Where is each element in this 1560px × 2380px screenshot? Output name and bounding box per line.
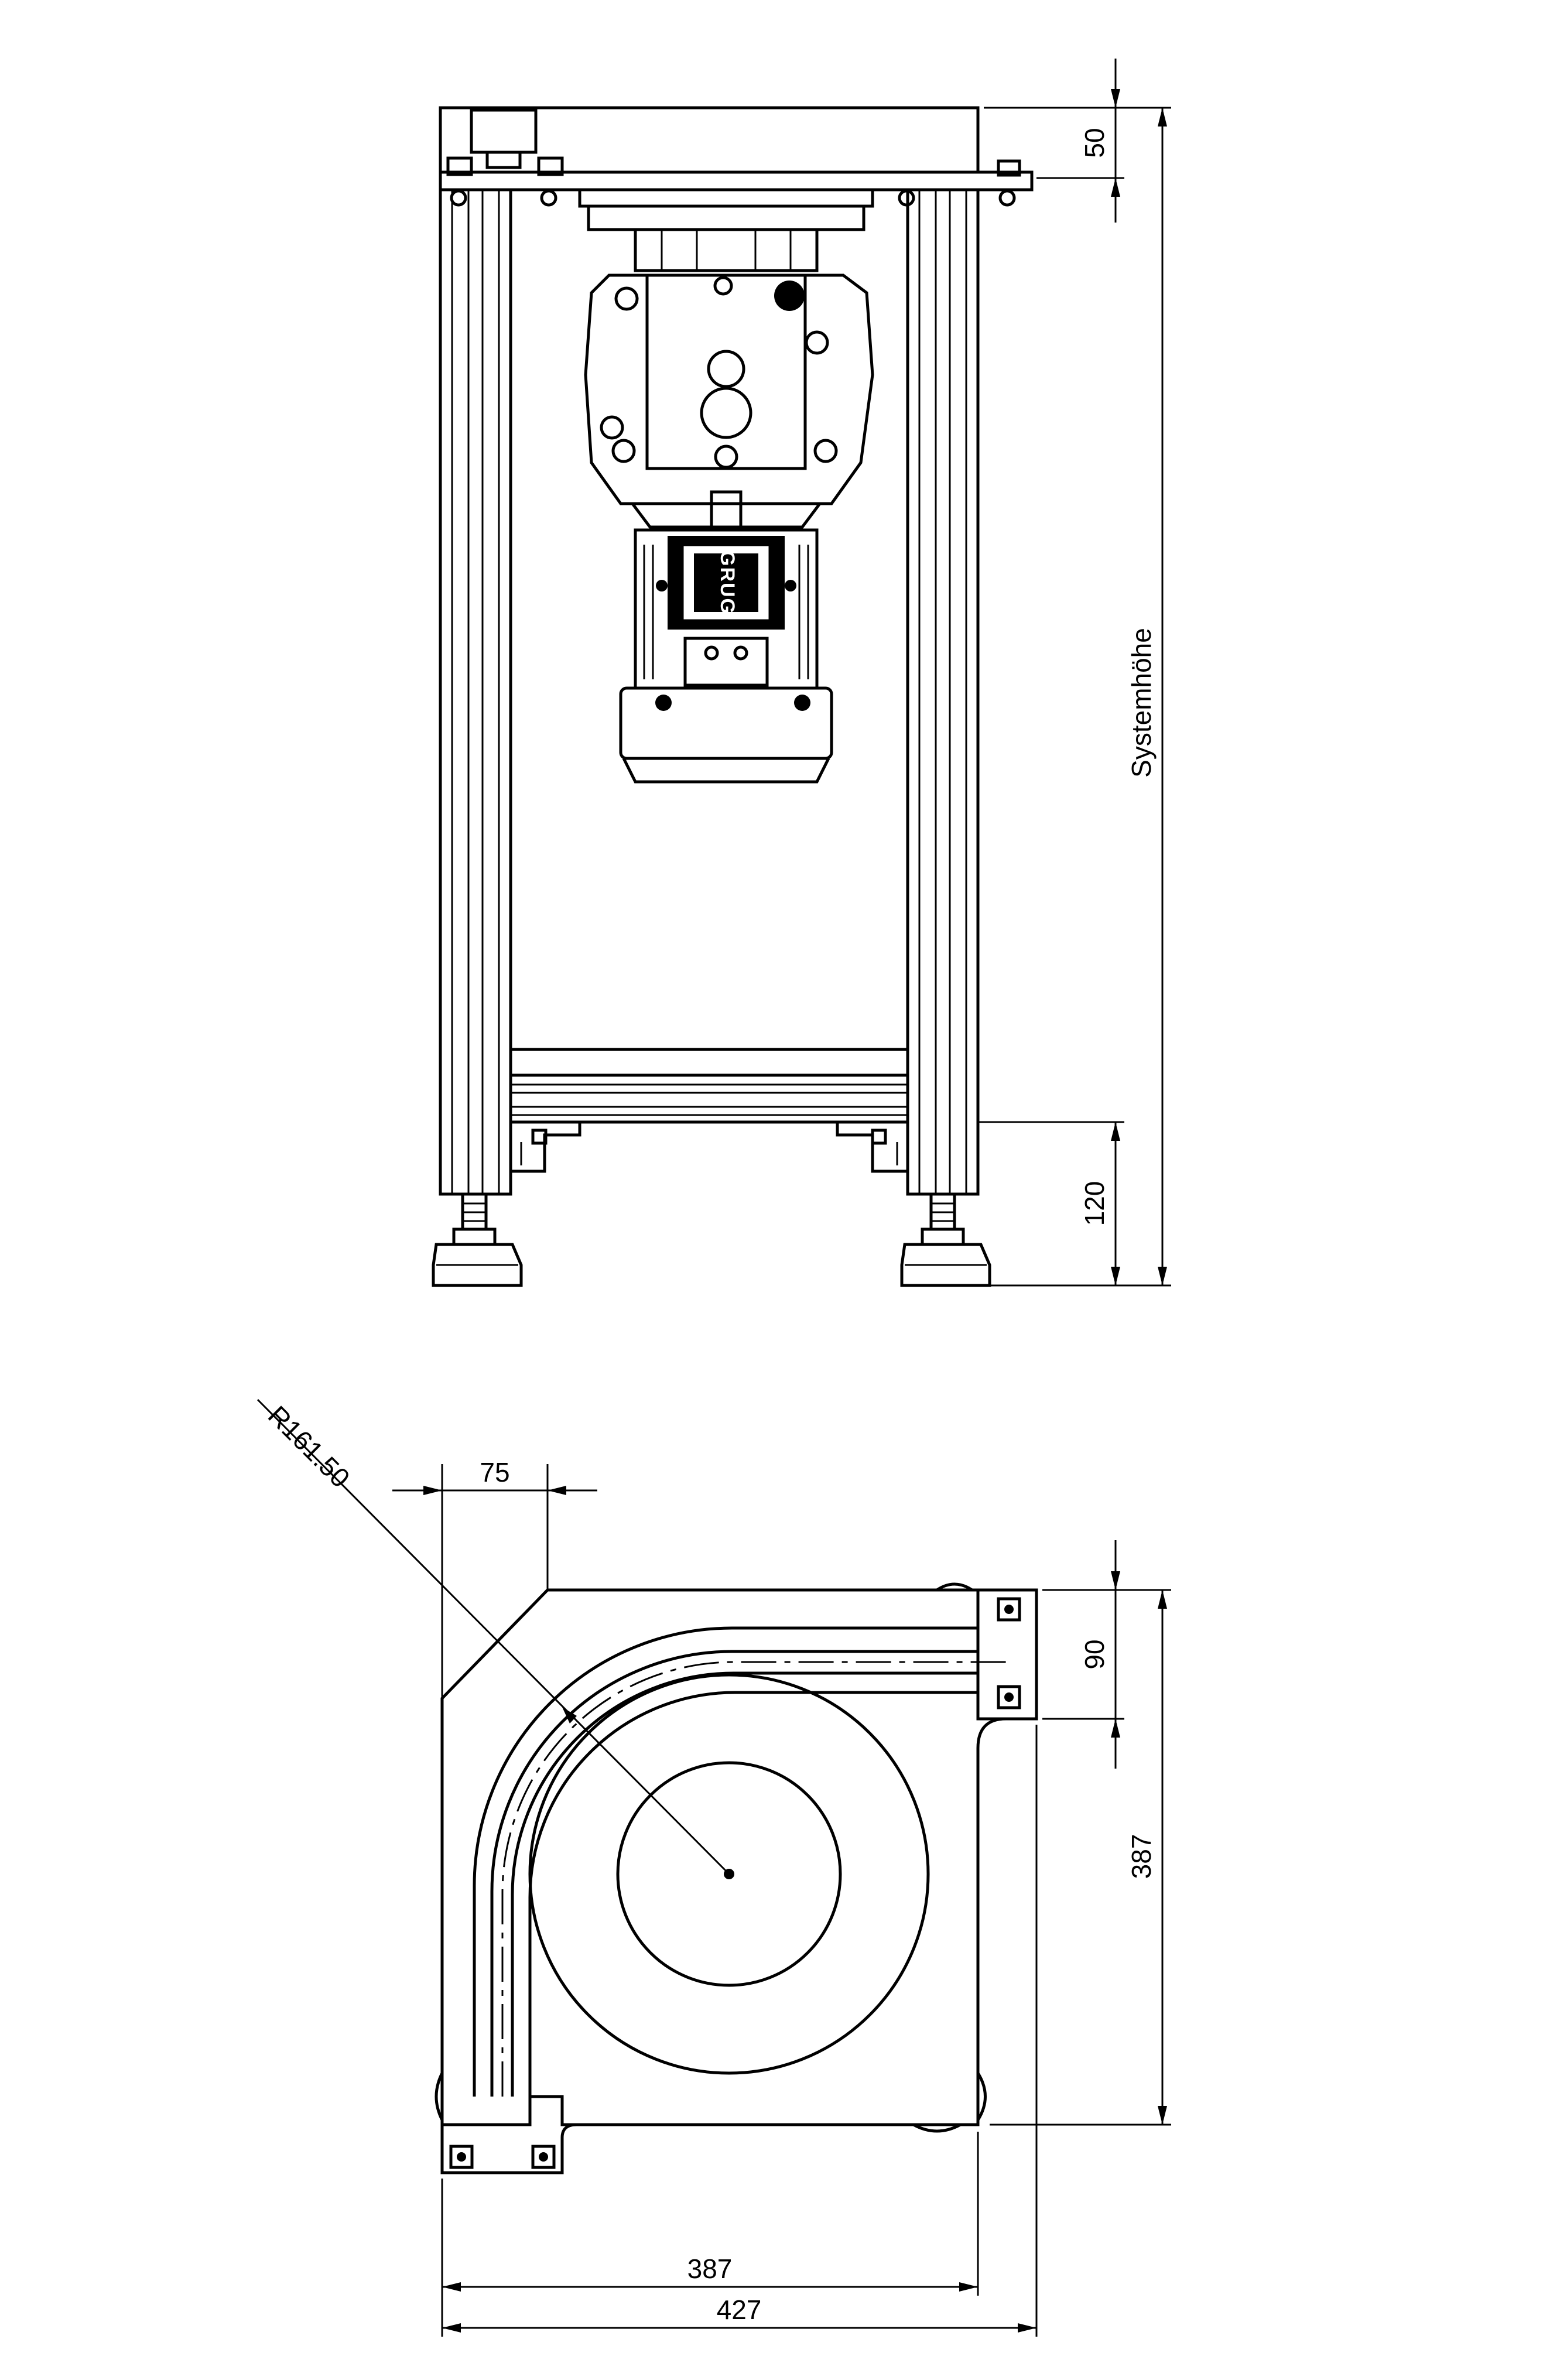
dim-bottom-label: 120 — [1079, 1181, 1110, 1226]
front-dimensions: 50 Systemhöhe 120 — [978, 59, 1171, 1287]
dim-right-main-label: 387 — [1126, 1834, 1157, 1879]
motor: GRUG — [619, 528, 833, 784]
dim-top-label: 50 — [1079, 128, 1110, 158]
turntable-outer — [528, 1673, 930, 2075]
dim-bottom-inner-label: 387 — [687, 2254, 733, 2284]
gearbox — [584, 228, 874, 529]
mounting-rail — [439, 170, 1034, 192]
right-leg — [906, 188, 980, 1196]
front-view: GRUG — [432, 59, 1171, 1287]
left-foot — [432, 1192, 523, 1287]
turntable-inner — [616, 1761, 842, 1987]
dim-bottom-outer-label: 427 — [717, 2294, 762, 2325]
top-view: R161.50 75 90 387 — [256, 1398, 1171, 2337]
dim-system-height-label: Systemhöhe — [1126, 628, 1157, 778]
dim-width-small-label: 75 — [480, 1457, 509, 1488]
motor-logo: GRUG — [716, 550, 738, 615]
left-leg — [439, 188, 512, 1196]
right-foot — [900, 1192, 991, 1287]
top-bracket — [470, 108, 538, 154]
dim-radius-label: R161.50 — [262, 1400, 356, 1493]
dim-right-top-label: 90 — [1079, 1639, 1110, 1669]
cross-beam-lower — [509, 1073, 909, 1124]
cross-beam-upper — [509, 1048, 909, 1077]
top-dimensions: R161.50 75 90 387 — [256, 1398, 1171, 2337]
